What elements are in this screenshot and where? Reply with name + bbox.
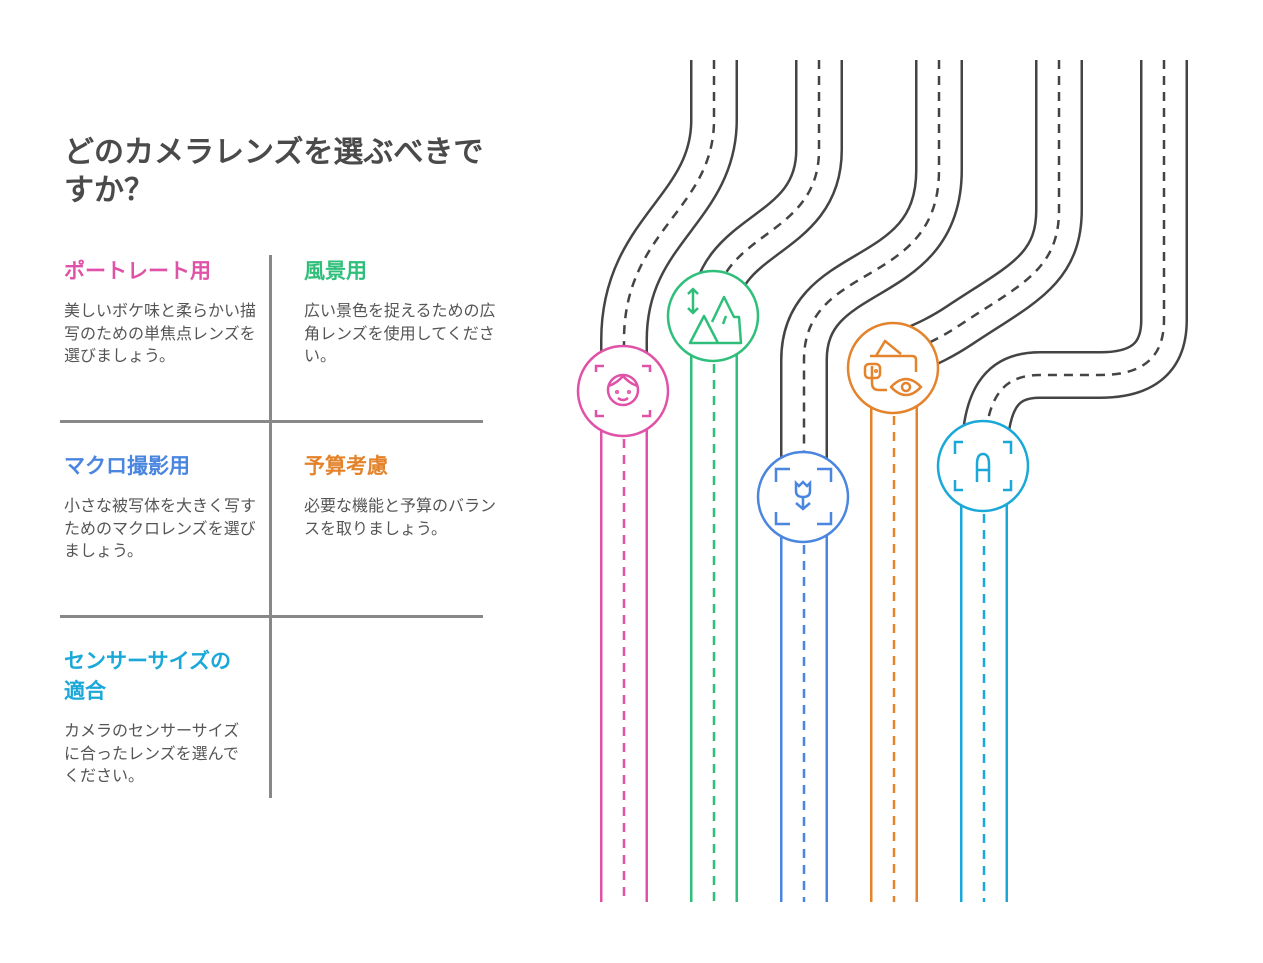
option-budget: 予算考慮 必要な機能と予算のバランスを取りましょう。: [304, 451, 504, 540]
option-text: 美しいボケ味と柔らかい描写のための単焦点レンズを選びましょう。: [64, 301, 257, 365]
road-macro: [780, 60, 963, 902]
option-heading: センサーサイズの適合: [64, 649, 231, 703]
portrait-face-icon: [576, 344, 670, 438]
grid-divider: [60, 420, 483, 423]
grid-divider-vertical: [269, 255, 272, 798]
macro-flower-icon: [756, 450, 850, 544]
option-heading: マクロ撮影用: [64, 454, 190, 478]
option-heading: ポートレート用: [64, 259, 211, 283]
option-portrait: ポートレート用 美しいボケ味と柔らかい描写のための単焦点レンズを選びましょう。: [64, 256, 264, 368]
option-landscape: 風景用 広い景色を捉えるための広角レンズを使用してください。: [304, 256, 504, 368]
option-heading: 予算考慮: [304, 454, 388, 478]
option-text: 必要な機能と予算のバランスを取りましょう。: [304, 496, 497, 538]
sensor-frame-icon: [936, 419, 1030, 513]
option-text: 広い景色を捉えるための広角レンズを使用してください。: [304, 301, 496, 365]
wallet-eye-icon: [846, 321, 940, 415]
option-sensor: センサーサイズの適合 カメラのセンサーサイズに合ったレンズを選んでください。: [64, 646, 244, 788]
mountain-landscape-icon: [666, 269, 760, 363]
road-sensor: [960, 60, 1188, 902]
option-heading: 風景用: [304, 259, 367, 283]
option-text: カメラのセンサーサイズに合ったレンズを選んでください。: [64, 721, 240, 785]
option-macro: マクロ撮影用 小さな被写体を大きく写すためのマクロレンズを選びましょう。: [64, 451, 264, 563]
grid-divider: [60, 615, 483, 618]
road-portrait: [600, 60, 738, 902]
page-title: どのカメラレンズを選ぶべきですか？: [64, 135, 484, 208]
option-text: 小さな被写体を大きく写すためのマクロレンズを選びましょう。: [64, 496, 257, 560]
